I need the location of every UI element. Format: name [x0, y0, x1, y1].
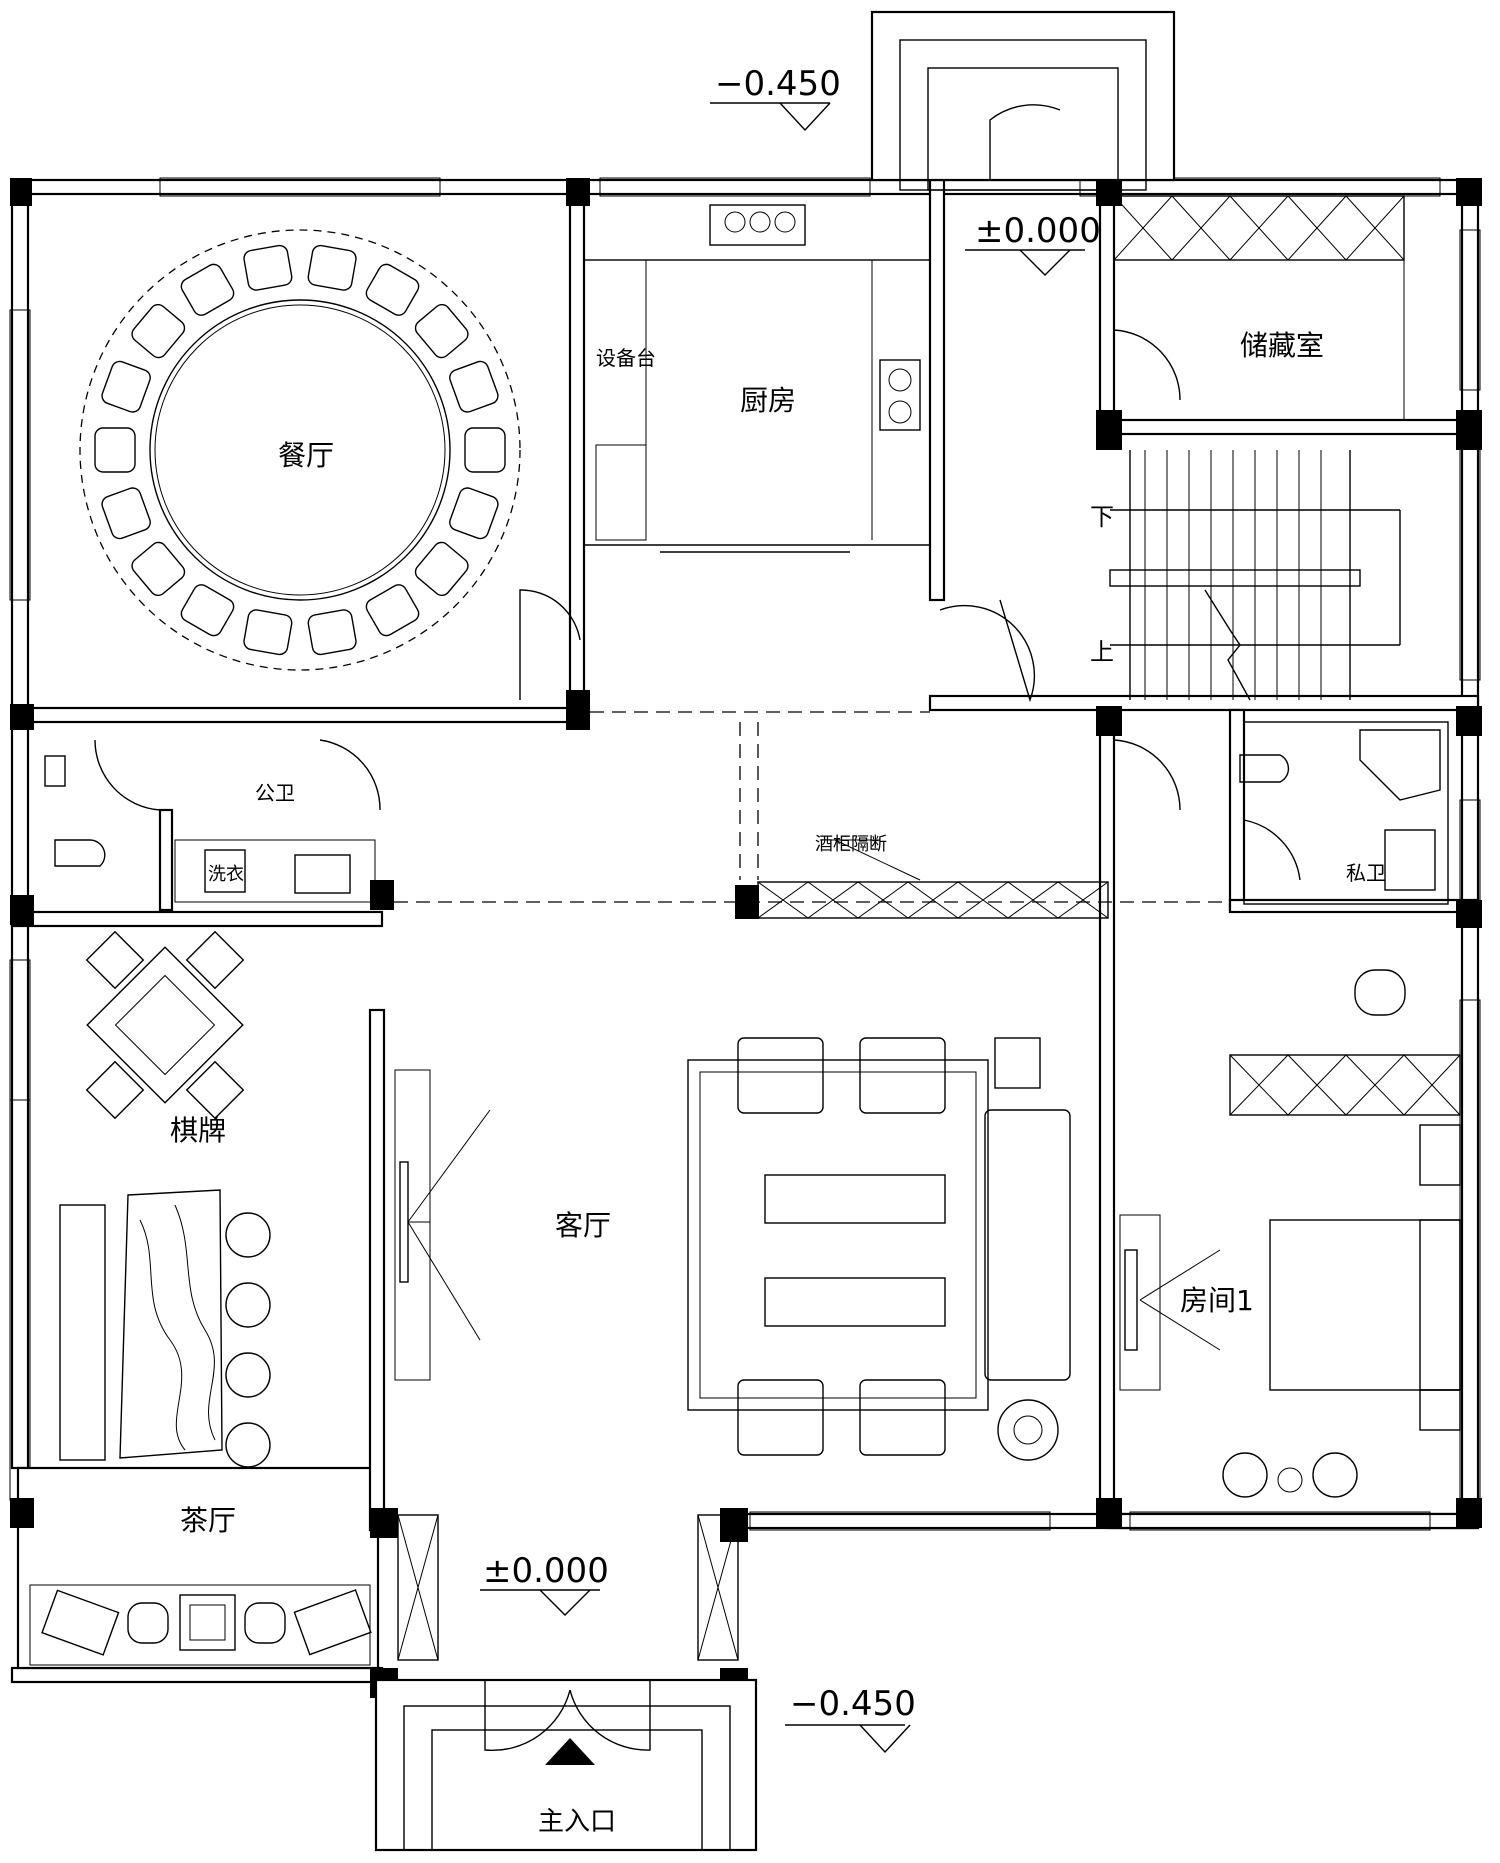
dining-chair — [307, 244, 357, 291]
dining-chair — [243, 609, 293, 656]
dining-chair — [131, 303, 186, 359]
back-porch — [870, 10, 1176, 191]
dining-chair — [243, 244, 293, 291]
interior-walls — [10, 178, 1480, 1532]
dining-table — [79, 229, 521, 671]
dining-chair — [414, 541, 469, 597]
kitchen-fixtures — [583, 193, 931, 553]
label-tea: 茶厅 — [180, 1504, 236, 1537]
label-equipment: 设备台 — [596, 346, 656, 370]
dining-chair — [449, 360, 499, 413]
level-bottom: −0.450 — [790, 1684, 916, 1724]
public-wc — [44, 739, 381, 903]
columns — [10, 178, 1482, 1698]
private-wc — [1113, 721, 1449, 905]
label-public-wc: 公卫 — [255, 781, 295, 805]
dining-chair — [449, 487, 499, 540]
dining-chair — [131, 541, 186, 597]
label-chess: 棋牌 — [170, 1114, 226, 1147]
level-marker-entry: ±0.000 — [480, 1551, 609, 1616]
entrance — [374, 1514, 758, 1852]
dining-chair — [365, 584, 420, 637]
level-entry: ±0.000 — [483, 1551, 609, 1591]
dashed-openings — [394, 711, 1230, 903]
label-living: 客厅 — [555, 1209, 611, 1242]
dining-chair — [307, 609, 357, 656]
dining-chair — [94, 427, 136, 473]
tea-bay-seats — [41, 1589, 372, 1656]
dining-chair — [180, 584, 235, 637]
label-stair-up: 上 — [1090, 638, 1114, 666]
chess-table — [85, 930, 245, 1120]
label-bedroom1: 房间1 — [1180, 1284, 1254, 1317]
dining-chair — [101, 487, 151, 540]
label-storage: 储藏室 — [1240, 329, 1324, 362]
bedroom-furniture — [1119, 969, 1461, 1498]
label-kitchen: 厨房 — [740, 384, 796, 417]
level-marker-bottom: −0.450 — [785, 1684, 916, 1754]
room-labels: 餐厅 厨房 设备台 储藏室 公卫 洗衣 酒柜隔断 私卫 棋牌 客厅 房间1 茶厅… — [170, 329, 1386, 1837]
label-entrance: 主入口 — [538, 1807, 616, 1837]
dining-chairs — [94, 244, 506, 656]
dining-chair — [180, 263, 235, 316]
storage-shelves — [1113, 195, 1405, 420]
dining-chair — [414, 303, 469, 359]
level-marker-top: −0.450 — [710, 64, 841, 132]
dining-chair — [365, 263, 420, 316]
level-top: −0.450 — [715, 64, 841, 104]
wine-cabinet — [757, 839, 1109, 919]
label-stair-down: 下 — [1090, 503, 1114, 531]
living-furniture — [394, 1037, 1071, 1461]
label-private-wc: 私卫 — [1346, 861, 1386, 885]
staircase — [1109, 450, 1401, 701]
label-dining: 餐厅 — [278, 439, 334, 472]
level-marker-hall: ±0.000 — [965, 211, 1101, 276]
label-wine-partition: 酒柜隔断 — [815, 834, 887, 855]
dining-chair — [464, 427, 506, 473]
dining-chair — [101, 360, 151, 413]
tea-table — [59, 1189, 271, 1468]
label-laundry: 洗衣 — [208, 864, 244, 885]
level-hall: ±0.000 — [975, 211, 1101, 251]
